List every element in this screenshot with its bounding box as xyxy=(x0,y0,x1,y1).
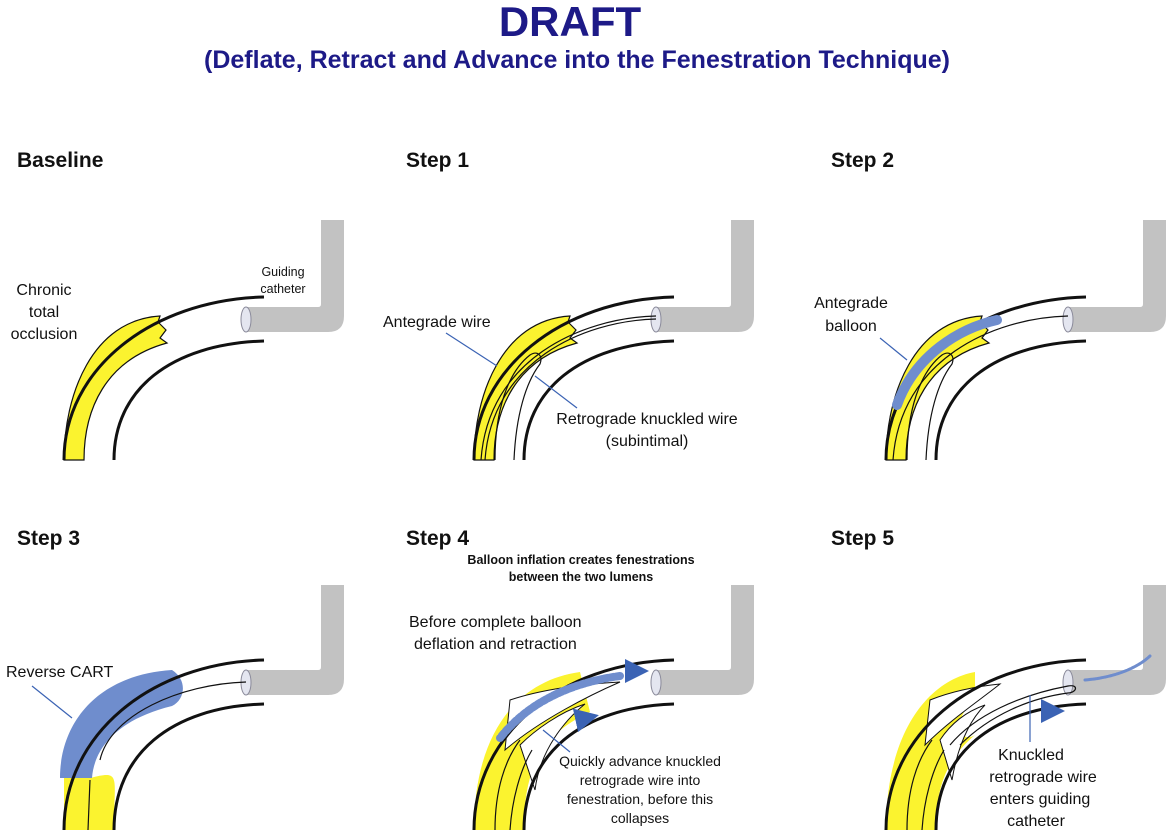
advance-label-line-1: Quickly advance knuckled xyxy=(559,753,721,769)
guiding-catheter xyxy=(240,585,344,696)
page-title: DRAFT xyxy=(499,0,642,45)
panel-step4-title: Step 4 xyxy=(406,527,469,550)
wire-in-catheter xyxy=(1083,654,1152,682)
panel-baseline: Baseline Chronic total occlusion Guiding… xyxy=(11,149,344,461)
balloon-label-line-2: balloon xyxy=(825,318,877,335)
before-label-line-2: deflation and retraction xyxy=(414,636,577,653)
guiding-catheter xyxy=(240,220,344,333)
fenestration-note-line-1: Balloon inflation creates fenestrations xyxy=(467,553,694,567)
deflating-balloon xyxy=(496,672,624,742)
catheter-label: Guiding catheter xyxy=(260,265,305,296)
occlusion-label-line-3: occlusion xyxy=(11,326,78,343)
occlusion-label-line-2: total xyxy=(29,304,59,321)
vessel xyxy=(62,295,265,461)
panel-baseline-title: Baseline xyxy=(17,149,103,172)
knuckled-label-line-2: retrograde wire xyxy=(989,769,1097,786)
panel-step1-title: Step 1 xyxy=(406,149,469,172)
antegrade-balloon xyxy=(892,315,1002,410)
occlusion-label-line-1: Chronic xyxy=(16,282,71,299)
balloon-label-line-1: Antegrade xyxy=(814,295,888,312)
retrograde-label-line-2: (subintimal) xyxy=(606,433,689,450)
vessel xyxy=(60,658,265,830)
panel-step5-title: Step 5 xyxy=(831,527,894,550)
advance-label-line-4: collapses xyxy=(611,810,669,826)
knuckled-label-line-4: catheter xyxy=(1007,813,1065,830)
antegrade-wire xyxy=(480,315,657,461)
occlusion-label: Chronic total occlusion xyxy=(11,282,78,343)
guiding-catheter xyxy=(1062,220,1166,333)
advance-label-line-2: retrograde wire into xyxy=(580,772,701,788)
guiding-catheter xyxy=(650,585,754,696)
panel-step3: Step 3 Reverse CART xyxy=(6,527,344,830)
reverse-cart-label: Reverse CART xyxy=(6,664,114,681)
before-label-line-1: Before complete balloon xyxy=(409,614,582,631)
panel-step1: Step 1 Antegrade wire Retrograde knuckle… xyxy=(383,149,754,461)
panel-step2: Step 2 Antegrade balloon xyxy=(814,149,1166,461)
advance-label-line-3: fenestration, before this xyxy=(567,791,713,807)
catheter-label-line-1: Guiding xyxy=(261,265,304,279)
reverse-cart-balloon xyxy=(60,670,183,778)
retrograde-label-line-1: Retrograde knuckled wire xyxy=(556,411,738,428)
panel-step3-title: Step 3 xyxy=(17,527,80,550)
guiding-catheter xyxy=(650,220,754,333)
panel-step2-title: Step 2 xyxy=(831,149,894,172)
panel-step5: Step 5 Knuckled retrograde wire enters g… xyxy=(831,527,1166,830)
catheter-label-line-2: catheter xyxy=(260,282,305,296)
fenestration-note-line-2: between the two lumens xyxy=(509,570,654,584)
guiding-catheter xyxy=(1062,585,1166,696)
page-subtitle: (Deflate, Retract and Advance into the F… xyxy=(204,46,950,74)
panel-step4: Step 4 Balloon inflation creates fenestr… xyxy=(406,527,754,830)
antegrade-wire-label: Antegrade wire xyxy=(383,314,491,331)
retrograde-knuckled-wire xyxy=(494,352,542,461)
vessel xyxy=(472,295,675,461)
knuckled-label-line-3: enters guiding xyxy=(990,791,1091,808)
knuckled-label-line-1: Knuckled xyxy=(998,747,1064,764)
knuckled-retrograde-wire xyxy=(949,685,1077,746)
